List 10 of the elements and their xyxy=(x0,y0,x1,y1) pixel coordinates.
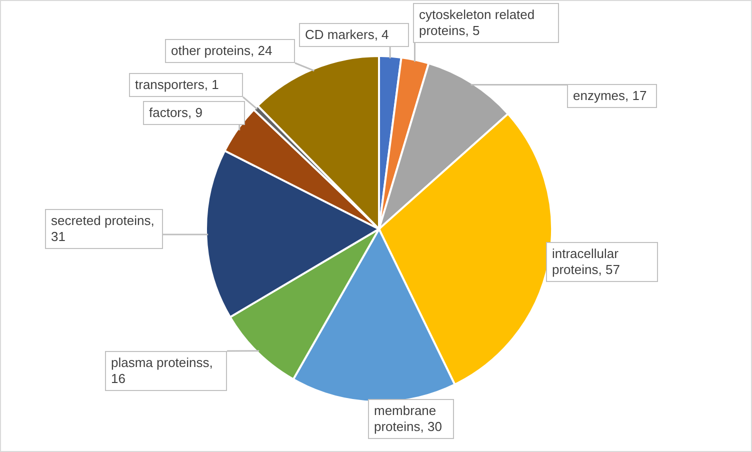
data-label: factors, 9 xyxy=(143,101,245,125)
data-label: other proteins, 24 xyxy=(165,39,295,63)
data-label: plasma proteinss, 16 xyxy=(105,351,227,391)
data-label: cytoskeleton related proteins, 5 xyxy=(413,3,559,43)
data-label: membrane proteins, 30 xyxy=(368,399,454,439)
data-label: CD markers, 4 xyxy=(299,23,409,47)
data-label: enzymes, 17 xyxy=(567,84,657,108)
data-label: intracellular proteins, 57 xyxy=(546,242,658,282)
data-label: transporters, 1 xyxy=(129,73,243,97)
data-label: secreted proteins, 31 xyxy=(45,209,163,249)
